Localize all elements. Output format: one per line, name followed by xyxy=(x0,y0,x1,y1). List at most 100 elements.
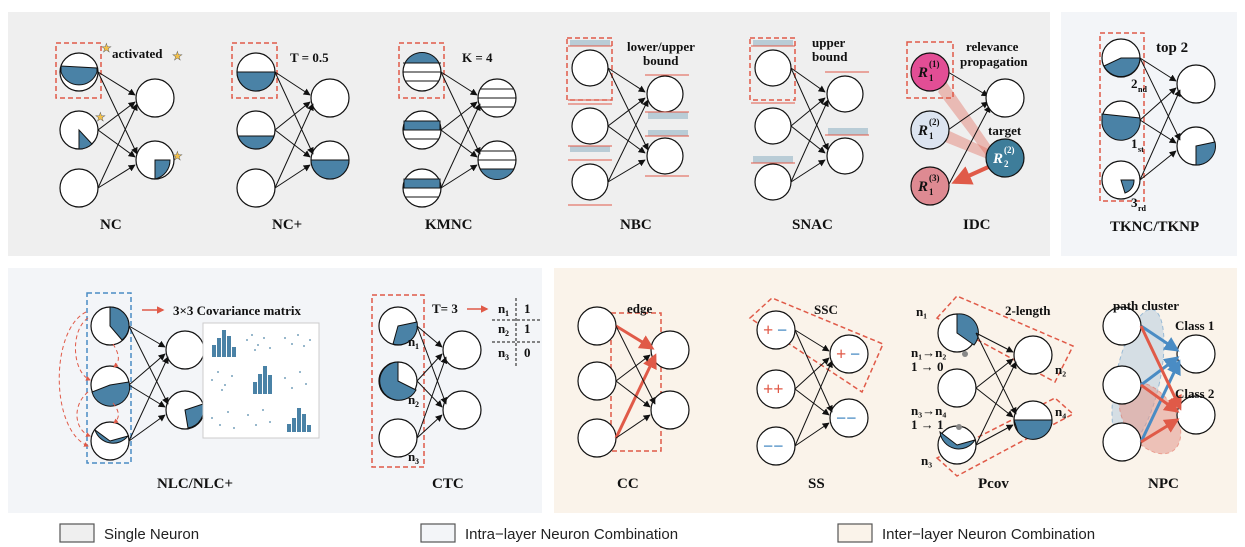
legend-swatch-intra xyxy=(420,523,456,543)
svg-text:1: 1 xyxy=(1131,136,1138,151)
legend-inter-label: Inter−layer Neuron Combination xyxy=(882,526,1095,543)
svg-text:−−: −− xyxy=(763,436,784,456)
legend-swatch-single xyxy=(59,523,95,543)
cc-title: CC xyxy=(617,476,639,492)
svg-text:n: n xyxy=(498,345,506,360)
idc-title: IDC xyxy=(963,217,991,233)
nlc-title: NLC/NLC+ xyxy=(157,476,233,492)
svg-text:1: 1 xyxy=(524,301,531,316)
snac-title: SNAC xyxy=(792,217,833,233)
svg-text:n: n xyxy=(498,321,506,336)
ss-diagram: +− ++ −− +− −− SSC SS xyxy=(748,297,884,492)
nc-diagram: ★ ★ ★ ★ activated NC xyxy=(55,41,183,233)
svg-text:n₁: n₁ xyxy=(916,304,927,319)
svg-text:1: 1 xyxy=(415,342,419,351)
svg-text:++: ++ xyxy=(763,379,784,399)
scatter-cells xyxy=(211,334,311,429)
tknc-note: top 2 xyxy=(1156,40,1188,56)
svg-text:−−: −− xyxy=(836,408,857,428)
svg-text:n: n xyxy=(408,449,416,464)
npc-note: path cluster xyxy=(1113,298,1179,313)
svg-text:1: 1 xyxy=(929,187,934,197)
svg-text:3: 3 xyxy=(1131,195,1138,210)
nbc-note-2: bound xyxy=(643,53,679,68)
npc-class2: Class 2 xyxy=(1175,386,1214,401)
cc-diagram: edge CC xyxy=(577,301,690,492)
nlc-note: 3×3 Covariance matrix xyxy=(173,303,301,318)
pcov-diagram: 2-length n₁ n₁→n₂ 1 → 0 n₃→n₄ 1 → 1 n₂ n… xyxy=(911,295,1075,492)
legend-intra-label: Intra−layer Neuron Combination xyxy=(465,526,678,543)
kmnc-note: K = 4 xyxy=(462,50,493,65)
ctc-title: CTC xyxy=(432,476,464,492)
legend-single-label: Single Neuron xyxy=(104,526,199,543)
svg-text:+: + xyxy=(763,320,773,340)
idc-note-2: propagation xyxy=(960,54,1028,69)
svg-text:2: 2 xyxy=(415,400,419,409)
idc-note-1: relevance xyxy=(966,39,1019,54)
tknc-title: TKNC/TKNP xyxy=(1110,219,1199,235)
svg-text:+: + xyxy=(836,344,846,364)
pcov-title: Pcov xyxy=(978,476,1009,492)
svg-text:−: − xyxy=(777,320,787,340)
npc-title: NPC xyxy=(1148,476,1179,492)
svg-text:0: 0 xyxy=(524,345,531,360)
nbc-note-1: lower/upper xyxy=(627,39,695,54)
snac-diagram: upper bound SNAC xyxy=(749,35,869,233)
svg-text:(1): (1) xyxy=(929,59,940,69)
svg-text:R: R xyxy=(917,123,928,139)
svg-text:n: n xyxy=(408,392,416,407)
star-icon: ★ xyxy=(95,110,106,124)
ctc-note: T= 3 xyxy=(432,301,458,316)
svg-text:rd: rd xyxy=(1138,204,1147,213)
svg-text:(2): (2) xyxy=(1004,145,1015,155)
svg-text:(2): (2) xyxy=(929,117,940,127)
svg-text:n₃: n₃ xyxy=(921,453,932,468)
svg-text:2: 2 xyxy=(1131,76,1138,91)
ncplus-note: T = 0.5 xyxy=(290,50,329,65)
nc-note: activated xyxy=(112,46,163,61)
svg-text:st: st xyxy=(1138,145,1144,154)
svg-text:1 → 0: 1 → 0 xyxy=(911,359,944,374)
snac-note-1: upper xyxy=(812,35,845,50)
svg-text:1 → 1: 1 → 1 xyxy=(911,417,944,432)
kmnc-title: KMNC xyxy=(425,217,473,233)
svg-text:n₄: n₄ xyxy=(1055,404,1066,419)
ss-title: SS xyxy=(808,476,825,492)
idc-diagram: R 1 (1) R 1 (2) R 1 (3) R 2 (2) relevanc… xyxy=(906,39,1028,233)
svg-text:n₂: n₂ xyxy=(1055,362,1066,377)
ncplus-diagram: T = 0.5 NC+ xyxy=(231,42,350,233)
nc-title: NC xyxy=(100,217,122,233)
svg-text:R: R xyxy=(917,179,928,195)
svg-text:1: 1 xyxy=(524,321,531,336)
svg-text:−: − xyxy=(850,344,860,364)
svg-text:3: 3 xyxy=(415,457,419,466)
idc-target: target xyxy=(988,123,1022,138)
star-icon: ★ xyxy=(172,149,183,163)
svg-text:2: 2 xyxy=(505,329,509,338)
svg-text:3: 3 xyxy=(505,353,509,362)
star-icon: ★ xyxy=(172,49,183,63)
legend: Single Neuron Intra−layer Neuron Combina… xyxy=(59,523,1095,543)
star-icon: ★ xyxy=(101,41,112,55)
nlc-diagram: 3×3 Covariance matrix NLC/NLC+ xyxy=(58,292,320,492)
ss-note: SSC xyxy=(814,302,838,317)
svg-text:nd: nd xyxy=(1138,85,1147,94)
npc-diagram: path cluster Class 1 Class 2 NPC xyxy=(1102,298,1216,492)
ncplus-title: NC+ xyxy=(272,217,302,233)
snac-note-2: bound xyxy=(812,49,848,64)
svg-text:1: 1 xyxy=(929,73,934,83)
nbc-diagram: lower/upper bound NBC xyxy=(566,37,695,233)
svg-text:R: R xyxy=(992,151,1003,167)
covariance-matrix xyxy=(212,330,311,432)
cc-note: edge xyxy=(627,301,653,316)
svg-text:1: 1 xyxy=(505,309,509,318)
nbc-title: NBC xyxy=(620,217,652,233)
single-neuron-panel xyxy=(8,12,1050,256)
svg-text:(3): (3) xyxy=(929,173,940,183)
svg-text:n₁→n₂: n₁→n₂ xyxy=(911,345,946,360)
svg-text:n: n xyxy=(498,301,506,316)
svg-text:1: 1 xyxy=(929,131,934,141)
